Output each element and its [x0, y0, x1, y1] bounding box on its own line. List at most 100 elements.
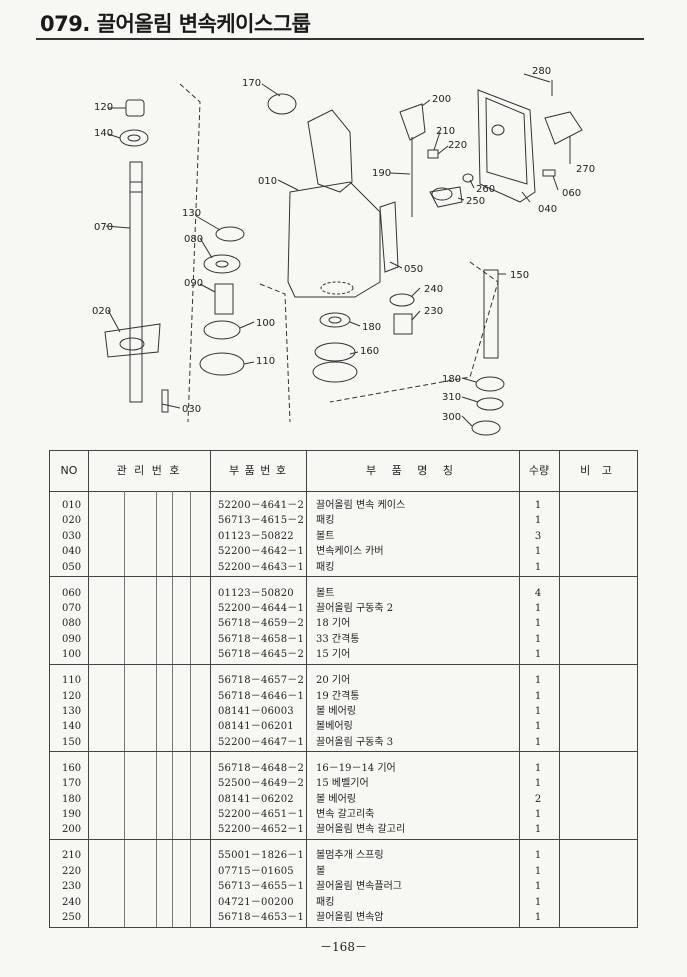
part-name: 끌어올림 변속 갈고리: [316, 824, 406, 836]
callout-label: 130: [182, 208, 201, 219]
part-number-ref: 040: [62, 546, 82, 558]
part-qty: 1: [534, 721, 542, 733]
part-number-ref: 240: [62, 896, 82, 908]
col-divider: [210, 451, 211, 927]
col-divider: [172, 491, 173, 927]
part-qty: 1: [534, 736, 542, 748]
part-number-ref: 150: [62, 736, 82, 748]
part-qty: 1: [534, 602, 542, 614]
part-number-ref: 110: [62, 675, 82, 687]
part-name: 15 기어: [316, 649, 351, 661]
part-name: 19 간격통: [316, 690, 360, 702]
part-number-ref: 010: [62, 500, 82, 511]
part-name: 끌어올림 변속 케이스: [316, 500, 406, 511]
part-number-ref: 090: [62, 633, 82, 645]
callout-label: 250: [466, 196, 485, 207]
col-divider: [519, 451, 520, 927]
part-number-ref: 210: [62, 850, 82, 862]
part-name: 변속 갈고리축: [316, 808, 375, 820]
part-number-ref: 050: [62, 561, 82, 573]
callout-label: 280: [532, 66, 551, 77]
part-qty: 1: [534, 561, 542, 573]
callout-label: 150: [510, 270, 529, 281]
part-name: 볼트: [316, 587, 335, 599]
part-qty: 4: [534, 587, 542, 599]
part-code: 52200－4643－1: [218, 561, 305, 573]
part-name: 볼 베어링: [316, 705, 356, 717]
col-divider: [559, 451, 560, 927]
part-code: 56718－4645－2: [218, 649, 305, 661]
part-name: 18 기어: [316, 618, 351, 630]
callout-label: 050: [404, 264, 423, 275]
callout-label: 180: [442, 374, 461, 385]
part-number-ref: 200: [62, 824, 82, 836]
part-name: 패킹: [316, 896, 335, 908]
part-code: 07715－01605: [218, 865, 294, 877]
part-number-ref: 180: [62, 793, 82, 805]
part-number-ref: 070: [62, 602, 82, 614]
part-number-ref: 220: [62, 865, 82, 877]
callout-label: 140: [94, 128, 113, 139]
header-remark: 비 고: [580, 464, 616, 477]
part-name: 볼멈추개 스프링: [316, 850, 384, 862]
part-number-ref: 160: [62, 762, 82, 774]
part-qty: 1: [534, 865, 542, 877]
part-name: 20 기어: [316, 675, 351, 687]
part-qty: 1: [534, 896, 542, 908]
part-name: 볼트: [316, 530, 335, 542]
part-qty: 1: [534, 778, 542, 790]
header-part-name: 부 품 명 칭: [366, 464, 459, 477]
callout-label: 110: [256, 356, 275, 367]
part-code: 08141－06003: [218, 705, 294, 717]
callout-label: 240: [424, 284, 443, 295]
part-qty: 1: [534, 762, 542, 774]
part-number-ref: 060: [62, 587, 82, 599]
part-qty: 1: [534, 618, 542, 630]
part-name: 끌어올림 구동축 3: [316, 736, 394, 748]
part-code: 08141－06201: [218, 721, 294, 733]
part-qty: 1: [534, 705, 542, 717]
part-code: 08141－06202: [218, 793, 294, 805]
part-name: 변속케이스 카버: [316, 546, 384, 558]
part-qty: 2: [534, 793, 542, 805]
col-divider: [190, 491, 191, 927]
part-number-ref: 250: [62, 911, 82, 923]
callout-label: 100: [256, 318, 275, 329]
part-number-ref: 030: [62, 530, 82, 542]
part-name: 볼베어링: [316, 721, 353, 733]
part-code: 56718－4659－2: [218, 618, 305, 630]
header-part-no: 부 품 번 호: [229, 464, 287, 477]
part-code: 52200－4641－2: [218, 500, 305, 511]
part-code: 52500－4649－2: [218, 778, 305, 790]
part-code: 01123－50822: [218, 530, 294, 542]
part-code: 01123－50820: [218, 587, 294, 599]
part-qty: 1: [534, 675, 542, 687]
part-code: 56718－4658－1: [218, 633, 305, 645]
callout-label: 030: [182, 404, 201, 415]
part-code: 56713－4615－2: [218, 515, 305, 527]
part-code: 56718－4646－1: [218, 690, 305, 702]
callout-label: 230: [424, 306, 443, 317]
callout-label: 040: [538, 204, 557, 215]
part-qty: 1: [534, 690, 542, 702]
part-name: 끌어올림 변속암: [316, 911, 384, 923]
header-no: NO: [60, 464, 78, 477]
part-name: 끌어올림 구동축 2: [316, 602, 394, 614]
part-number-ref: 140: [62, 721, 82, 733]
part-qty: 1: [534, 649, 542, 661]
table-row: 140 08141－06201 볼베어링 1: [50, 719, 637, 735]
